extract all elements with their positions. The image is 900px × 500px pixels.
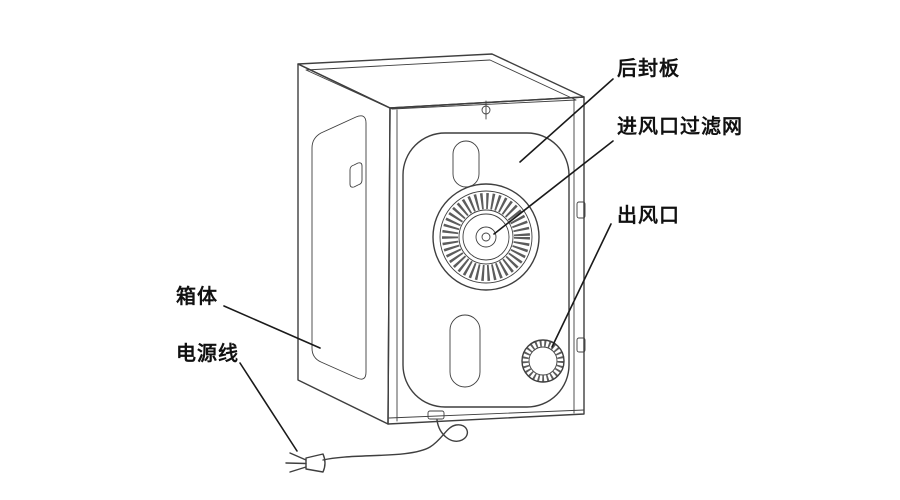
inlet-filter-grille [432,183,540,291]
rear-panel [387,96,586,425]
base-vent [427,410,445,420]
leader-air-outlet [551,223,612,348]
machine-left-face [297,63,391,425]
machine-body [285,53,586,473]
machine-top-face [297,53,585,110]
air-outlet-vent [521,339,565,383]
leader-cabinet [223,305,321,349]
screw-icon [481,100,491,120]
label-cabinet: 箱体 [176,286,218,308]
label-air-outlet: 出风口 [617,205,680,227]
label-rear-panel: 后封板 [617,58,680,80]
leader-lines [223,78,614,452]
leader-power-cord [239,362,298,452]
label-power-cord: 电源线 [176,343,239,365]
label-inlet-filter: 进风口过滤网 [617,116,743,138]
power-cord [322,419,469,461]
hinge-tab-bottom [576,337,586,353]
top-vent-slot [452,140,480,188]
leader-inlet-filter [493,140,614,235]
hinge-tab-top [576,201,586,219]
leader-rear-panel [519,78,614,163]
bottom-vent-slot [449,314,481,388]
power-plug-icon [285,452,326,473]
side-latch-icon [349,162,363,188]
